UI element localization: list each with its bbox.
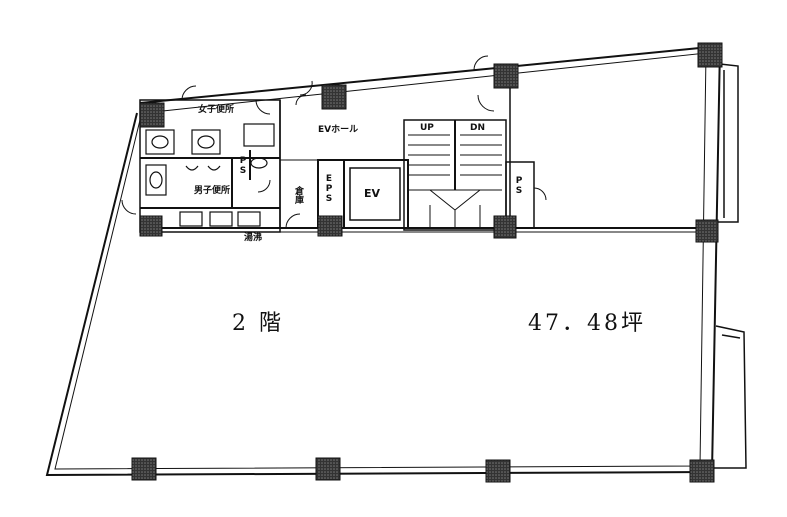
structural-columns [131,42,723,483]
women-restroom-label: 女子便所 [198,105,235,115]
stair-up-label: UP [420,123,434,133]
ps-left-label: PS [238,156,248,176]
area-label: 47．48坪 [528,311,646,336]
men-restroom-label: 男子便所 [194,186,231,196]
ps-right-label: PS [514,176,524,196]
stair-down-label: DN [470,123,486,133]
storage-label: 倉庫 [293,186,303,204]
toilet-fixtures [145,123,275,227]
elevator-label: EV [364,187,381,200]
floor-label: 2 階 [232,311,284,336]
kitchenette-label: 湯沸 [244,233,263,243]
eps-label: EPS [324,174,334,204]
ev-hall-label: EVホール [318,125,359,135]
right-balconies [708,63,747,469]
door-swings [121,55,547,229]
